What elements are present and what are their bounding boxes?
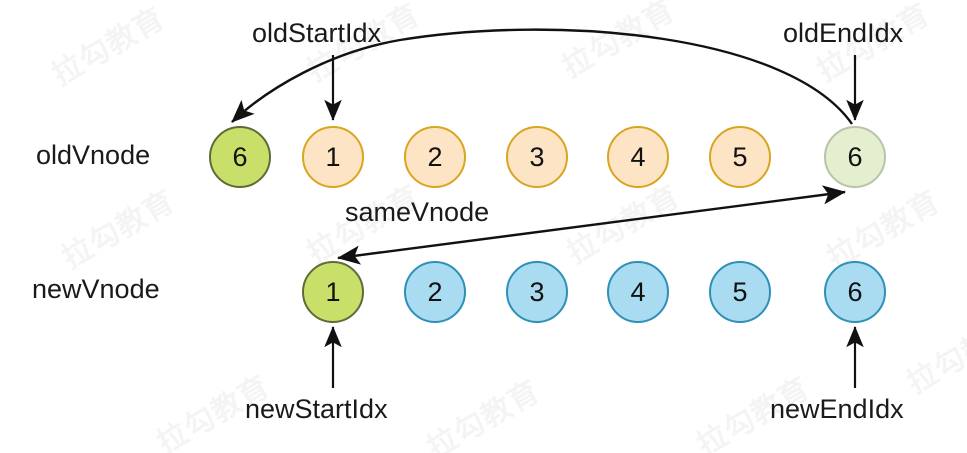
old-start-idx-label: oldStartIdx bbox=[252, 18, 382, 48]
new-vnode-node-4: 5 bbox=[709, 261, 771, 323]
old-vnode-node-1: 1 bbox=[302, 126, 364, 188]
old-vnode-node-4: 4 bbox=[607, 126, 669, 188]
old-vnode-node-value: 3 bbox=[529, 141, 545, 172]
old-end-idx-label: oldEndIdx bbox=[783, 18, 904, 48]
same-vnode-double-arrow bbox=[337, 185, 846, 265]
old-vnode-node-2: 2 bbox=[404, 126, 466, 188]
new-vnode-node-value: 5 bbox=[732, 276, 748, 307]
old-vnode-node-value: 6 bbox=[232, 141, 248, 172]
old-vnode-node-value: 5 bbox=[732, 141, 748, 172]
old-vnode-node-value: 6 bbox=[847, 141, 863, 172]
old-vnode-node-value: 2 bbox=[427, 141, 443, 172]
old-vnode-row-label: oldVnode bbox=[36, 140, 151, 170]
new-vnode-node-1: 2 bbox=[404, 261, 466, 323]
old-vnode-node-6: 6 bbox=[824, 126, 886, 188]
old-vnode-node-value: 1 bbox=[325, 141, 341, 172]
new-vnode-node-value: 1 bbox=[325, 276, 341, 307]
same-vnode-label: sameVnode bbox=[345, 197, 490, 227]
new-start-idx-label: newStartIdx bbox=[245, 394, 388, 424]
old-vnode-node-value: 4 bbox=[630, 141, 646, 172]
new-vnode-node-2: 3 bbox=[506, 261, 568, 323]
new-vnode-node-value: 3 bbox=[529, 276, 545, 307]
new-vnode-node-5: 6 bbox=[824, 261, 886, 323]
new-vnode-node-value: 2 bbox=[427, 276, 443, 307]
new-end-idx-label: newEndIdx bbox=[770, 394, 904, 424]
new-vnode-node-value: 6 bbox=[847, 276, 863, 307]
old-vnode-node-5: 5 bbox=[709, 126, 771, 188]
old-vnode-node-0: 6 bbox=[209, 126, 271, 188]
move-node-arc-arrow bbox=[231, 28, 853, 125]
new-vnode-row-label: newVnode bbox=[32, 274, 160, 304]
new-vnode-node-value: 4 bbox=[630, 276, 646, 307]
new-vnode-node-0: 1 bbox=[302, 261, 364, 323]
